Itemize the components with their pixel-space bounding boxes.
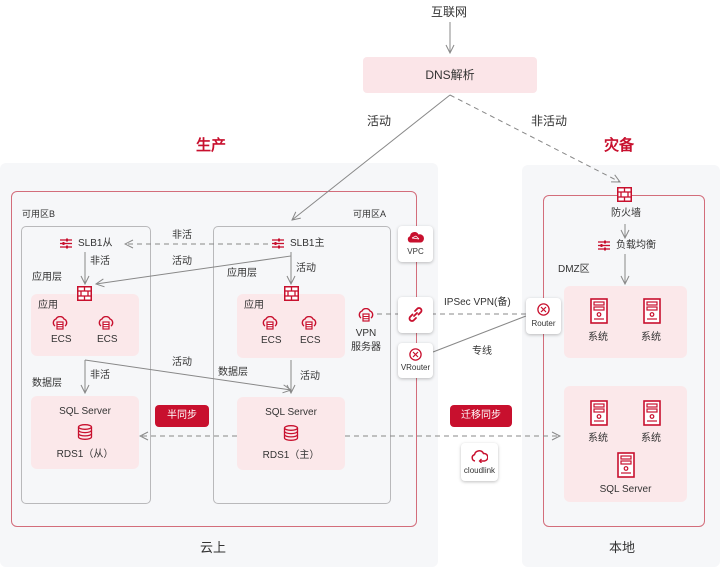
vpc-label: VPC (407, 247, 424, 256)
cloudlink-label: cloudlink (463, 466, 496, 475)
dr-firewall-label: 防火墙 (611, 208, 641, 219)
ecs-label[interactable]: ECS (300, 335, 321, 346)
cross-app-active-label: 活动 (172, 357, 192, 368)
slb-a-label[interactable]: SLB1主 (290, 238, 325, 249)
zone-b-app-title: 应用 (38, 300, 58, 311)
zone-b-app-box (31, 294, 139, 356)
dns-resolution-box[interactable]: DNS解析 (363, 57, 537, 93)
dr-db-box (564, 386, 687, 502)
database-icon (77, 424, 93, 443)
router-label: Router (531, 319, 556, 328)
server-icon (643, 400, 661, 429)
ecs-icon (98, 315, 114, 333)
vpc-card[interactable]: VPC (398, 226, 433, 262)
zone-a-data-layer-label: 数据层 (218, 367, 248, 378)
dedicated-line-label: 专线 (472, 346, 492, 357)
system-label[interactable]: 系统 (641, 332, 661, 343)
router-card[interactable]: Router (526, 298, 561, 334)
inactive-label: 非活动 (531, 114, 568, 128)
cloudlink-icon (471, 449, 489, 466)
zone-b-app-layer-label: 应用层 (32, 272, 62, 283)
router-icon (537, 303, 550, 319)
system-label[interactable]: 系统 (588, 332, 608, 343)
database-icon (283, 425, 299, 444)
zone-a-db-title: SQL Server (265, 407, 317, 418)
load-balancer-icon (60, 238, 72, 252)
ecs-label[interactable]: ECS (51, 334, 72, 345)
router-icon (409, 348, 422, 364)
ecs-icon (52, 315, 68, 333)
dr-lb-label: 负载均衡 (616, 240, 656, 251)
vrouter-card[interactable]: VRouter (398, 343, 433, 378)
active-label: 活动 (367, 114, 392, 128)
zone-b-app-to-db-label: 非活 (90, 370, 110, 381)
link-icon (406, 305, 425, 327)
dmz-box (564, 286, 687, 358)
migrate-sync-badge: 迁移同步 (450, 405, 512, 427)
slb-b-label[interactable]: SLB1从 (78, 238, 113, 249)
semi-sync-badge: 半同步 (155, 405, 209, 427)
zone-b-db-name[interactable]: RDS1（从） (56, 449, 114, 460)
vpn-server-label-1[interactable]: VPN (355, 328, 377, 339)
ecs-icon (301, 315, 317, 333)
ipsec-vpn-label: IPSec VPN(备) (444, 297, 511, 308)
zone-b-db-title: SQL Server (59, 406, 111, 417)
vpc-cloud-icon (407, 231, 424, 246)
system-label[interactable]: 系统 (588, 433, 608, 444)
zone-a-label: 可用区A (353, 209, 387, 219)
ecs-label[interactable]: ECS (97, 334, 118, 345)
vpn-server-label-2[interactable]: 服务器 (351, 342, 381, 353)
system-label[interactable]: 系统 (641, 433, 661, 444)
ecs-label[interactable]: ECS (261, 335, 282, 346)
firewall-icon (284, 286, 299, 304)
dr-sql-server-label[interactable]: SQL Server (599, 484, 652, 495)
slb-a-to-fw-label: 活动 (296, 263, 316, 274)
zone-a-app-to-db-label: 活动 (300, 371, 320, 382)
load-balancer-icon (272, 238, 284, 252)
zone-a-app-layer-label: 应用层 (227, 268, 257, 279)
cloudlink-card[interactable]: cloudlink (461, 443, 498, 481)
vpn-server-icon (358, 307, 374, 325)
dr-title: 灾备 (604, 137, 635, 154)
zone-b-data-layer-label: 数据层 (32, 378, 62, 389)
firewall-icon (617, 187, 632, 205)
vrouter-label: VRouter (400, 363, 431, 372)
cross-slb-active-label: 活动 (172, 256, 192, 267)
server-icon (590, 298, 608, 327)
ecs-icon (262, 315, 278, 333)
slb-b-to-fw-label: 非活 (90, 256, 110, 267)
zone-a-app-title: 应用 (244, 300, 264, 311)
zone-a-app-box (237, 294, 345, 358)
server-icon (590, 400, 608, 429)
zone-a-db-name[interactable]: RDS1（主） (262, 450, 320, 461)
firewall-icon (77, 286, 92, 304)
internet-label: 互联网 (431, 5, 468, 19)
cross-slb-inactive-label: 非活 (172, 230, 192, 241)
dr-footer-label: 本地 (609, 540, 636, 555)
server-icon (643, 298, 661, 327)
cloud-footer-label: 云上 (200, 540, 227, 555)
zone-b-label: 可用区B (22, 209, 56, 219)
load-balancer-icon (598, 240, 610, 254)
vpn-link-card[interactable] (398, 297, 433, 333)
dmz-label: DMZ区 (558, 264, 590, 275)
server-icon (617, 452, 635, 481)
production-title: 生产 (196, 137, 227, 154)
